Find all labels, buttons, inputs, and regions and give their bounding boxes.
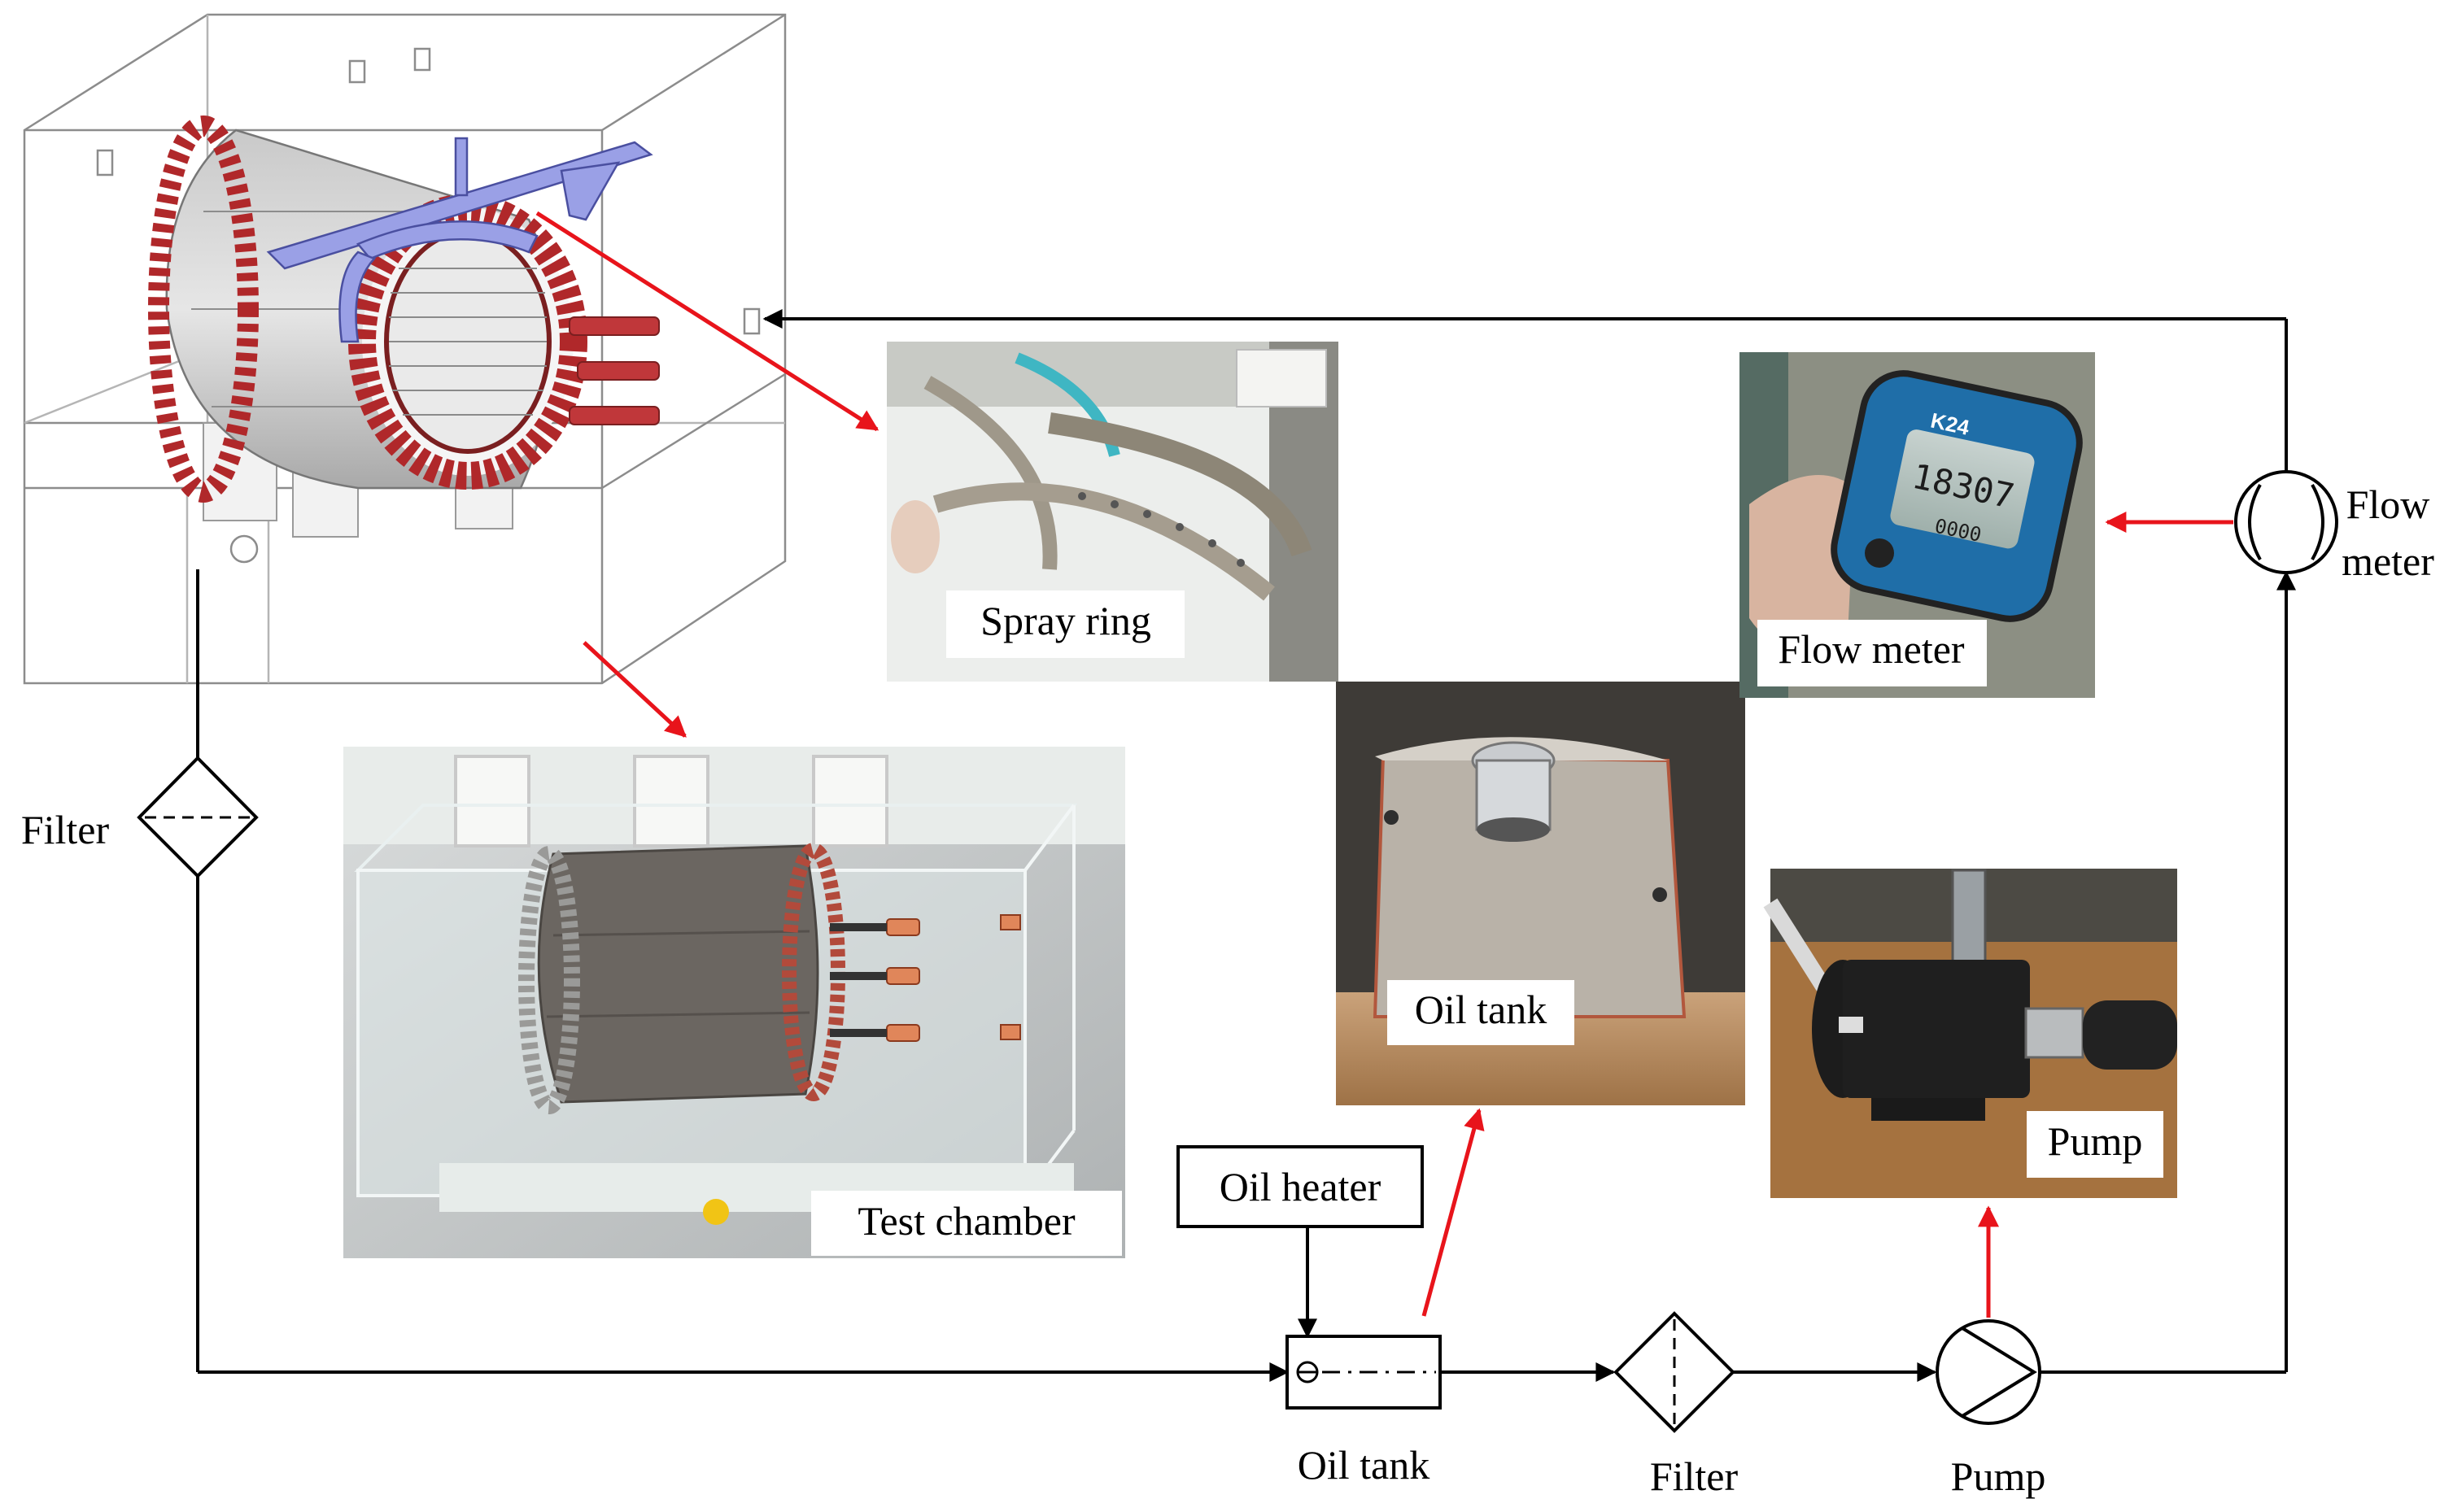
label-spray-ring: Spray ring	[980, 598, 1151, 643]
label-pump-photo: Pump	[2048, 1118, 2143, 1164]
flow-meter-symbol: Flow meter	[2234, 470, 2434, 584]
cad-model-test-chamber	[23, 13, 787, 685]
photo-pump: Pump	[1763, 869, 2177, 1198]
pump-symbol: Pump	[1936, 1319, 2046, 1499]
label-flow-meter-line1: Flow	[2346, 481, 2430, 527]
label-filter-bottom: Filter	[1650, 1453, 1739, 1499]
label-test-chamber: Test chamber	[858, 1198, 1076, 1244]
photo-test-chamber: Test chamber	[343, 747, 1125, 1258]
label-filter-left: Filter	[21, 807, 110, 852]
photo-oil-tank: Oil tank	[1336, 682, 1745, 1105]
label-pump-symbol: Pump	[1951, 1453, 2046, 1499]
label-flow-meter-photo: Flow meter	[1778, 626, 1964, 672]
label-oil-tank-symbol: Oil tank	[1298, 1442, 1429, 1488]
oil-flow-loop	[196, 309, 2296, 1382]
filter-bottom-symbol: Filter	[1613, 1311, 1739, 1499]
oil-heater-box: Oil heater	[1176, 1145, 1424, 1228]
label-flow-meter-line2: meter	[2342, 538, 2434, 584]
photo-spray-ring: Spray ring	[887, 342, 1338, 682]
red-pointer-arrows	[535, 211, 2233, 1318]
filter-left-symbol: Filter	[21, 756, 259, 878]
label-oil-tank-photo: Oil tank	[1415, 987, 1547, 1032]
photo-flow-meter: K24 18307 0000 Flow meter	[1739, 352, 2095, 698]
label-oil-heater: Oil heater	[1220, 1164, 1381, 1209]
oil-tank-symbol: Oil tank	[1285, 1335, 1442, 1488]
